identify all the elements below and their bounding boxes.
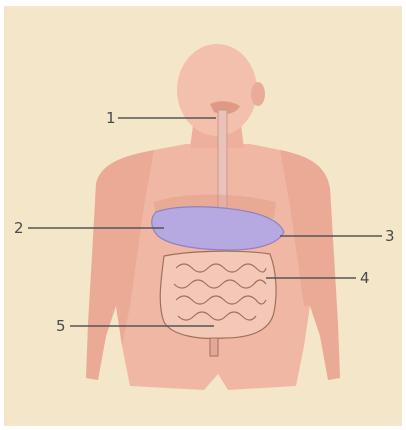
callout-label-4: 4 [360, 269, 370, 287]
digestive-system-illustration: 1 2 3 4 5 [4, 6, 402, 426]
rectum [210, 338, 218, 356]
diagram-panel: 1 2 3 4 5 [4, 6, 402, 426]
callout-label-1: 1 [106, 109, 116, 127]
ear [251, 82, 265, 106]
callout-label-5: 5 [56, 317, 66, 335]
callout-label-3: 3 [385, 227, 395, 245]
callout-label-2: 2 [14, 219, 24, 237]
head [177, 44, 257, 136]
